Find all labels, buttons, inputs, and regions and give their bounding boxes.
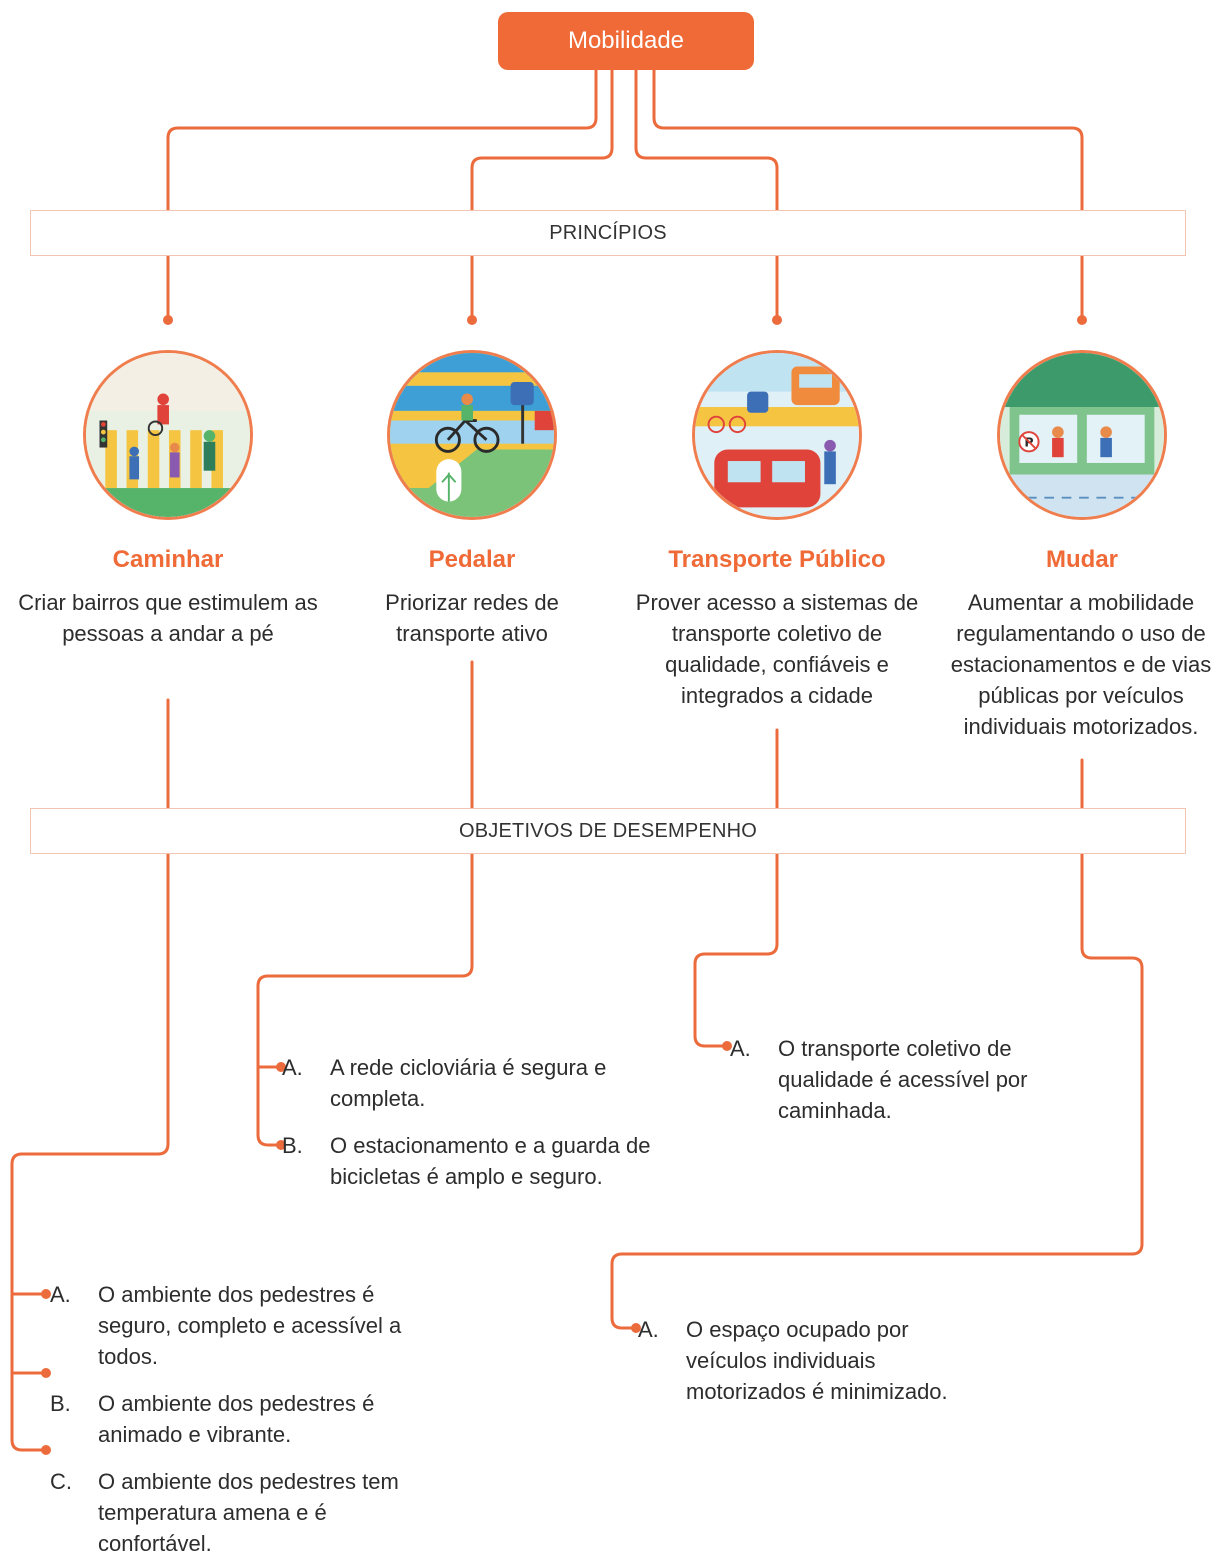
root-node-mobilidade: Mobilidade (498, 12, 754, 70)
connector-root-caminhar (166, 68, 598, 322)
principle-title-pedalar: Pedalar (428, 546, 516, 573)
objective-transporte-a: A.O transporte coletivo de qualidade é a… (730, 1036, 1028, 1123)
connector-dot (1077, 315, 1087, 325)
connector-dot (467, 315, 477, 325)
objective-pedalar-b: B.O estacionamento e a guarda de bicicle… (282, 1133, 651, 1189)
parking-illustration: P (997, 350, 1167, 520)
connector-root-transporte (634, 68, 779, 322)
connector-transporte-objectives (693, 728, 779, 1048)
connector-root-pedalar (470, 68, 614, 322)
connector-dot (772, 315, 782, 325)
objective-caminhar-c: C.O ambiente dos pedestres tem temperatu… (50, 1469, 399, 1556)
objective-pedalar-a: A.A rede cicloviária é segura e completa… (282, 1055, 607, 1111)
connector-caminhar-objectives (10, 698, 170, 1452)
principle-title-mudar: Mudar (1046, 546, 1118, 573)
objective-caminhar-b: B.O ambiente dos pedestres é animado e v… (50, 1391, 375, 1447)
connector-pedalar-objectives (256, 660, 474, 1147)
walking-illustration (83, 350, 253, 520)
principles-band: PRINCÍPIOS (30, 210, 1186, 256)
objective-mudar-a: A.O espaço ocupado por veículos individu… (638, 1317, 948, 1404)
connector-mudar-objectives (610, 758, 1144, 1330)
objectives-band: OBJETIVOS DE DESEMPENHO (30, 808, 1186, 854)
public-transport-illustration (692, 350, 862, 520)
principle-desc-mudar: Aumentar a mobilidade regulamentando o u… (950, 590, 1212, 739)
connector-root-mudar (652, 68, 1084, 322)
principle-title-transporte: Transporte Público (668, 546, 886, 573)
cycling-illustration (387, 350, 557, 520)
principle-desc-transporte: Prover acesso a sistemas de transporte c… (635, 590, 919, 708)
connector-dot (163, 315, 173, 325)
principle-title-caminhar: Caminhar (112, 546, 224, 573)
principle-desc-pedalar: Priorizar redes de transporte ativo (385, 590, 559, 646)
principle-desc-caminhar: Criar bairros que estimulem as pessoas a… (18, 590, 318, 646)
objective-caminhar-a: A.O ambiente dos pedestres é seguro, com… (50, 1282, 402, 1369)
